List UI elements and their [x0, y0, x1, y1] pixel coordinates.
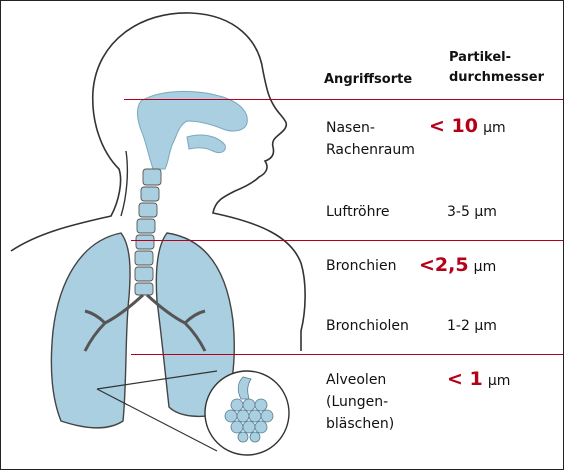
size-bronchi: <2,5 µm — [419, 254, 496, 276]
header-diameter-line1: Partikel- — [449, 49, 511, 67]
level-line-alveoli — [131, 354, 563, 355]
size-bronchi-value: <2,5 — [419, 254, 469, 276]
nasal-cavity — [137, 91, 247, 169]
size-bronchi-unit: µm — [474, 259, 497, 275]
site-bronchi: Bronchien — [326, 257, 396, 276]
level-line-bronchi — [131, 240, 563, 241]
left-lung — [51, 233, 130, 428]
site-alveoli-line3: bläschen) — [326, 415, 394, 434]
header-diameter-line2: durchmesser — [449, 69, 544, 87]
site-trachea: Luftröhre — [326, 203, 390, 222]
size-trachea: 3-5 µm — [447, 204, 497, 220]
header-sites: Angriffsorte — [324, 71, 412, 89]
site-alveoli-line2: (Lungen- — [326, 393, 388, 412]
neck-back — [121, 151, 127, 216]
site-nasal-line2: Rachenraum — [326, 141, 415, 160]
mouth-tongue — [187, 135, 225, 153]
size-alveoli-unit: µm — [488, 373, 511, 389]
site-bronchioles: Bronchiolen — [326, 317, 409, 336]
site-alveoli-line1: Alveolen — [326, 371, 386, 390]
size-nasal: < 10 µm — [429, 115, 506, 137]
size-alveoli-value: < 1 — [447, 368, 483, 390]
size-nasal-value: < 10 — [429, 115, 478, 137]
level-line-nasal — [124, 99, 563, 100]
size-nasal-unit: µm — [483, 120, 506, 136]
size-bronchioles: 1-2 µm — [447, 318, 497, 334]
site-nasal-line1: Nasen- — [326, 119, 375, 138]
size-alveoli: < 1 µm — [447, 368, 510, 390]
